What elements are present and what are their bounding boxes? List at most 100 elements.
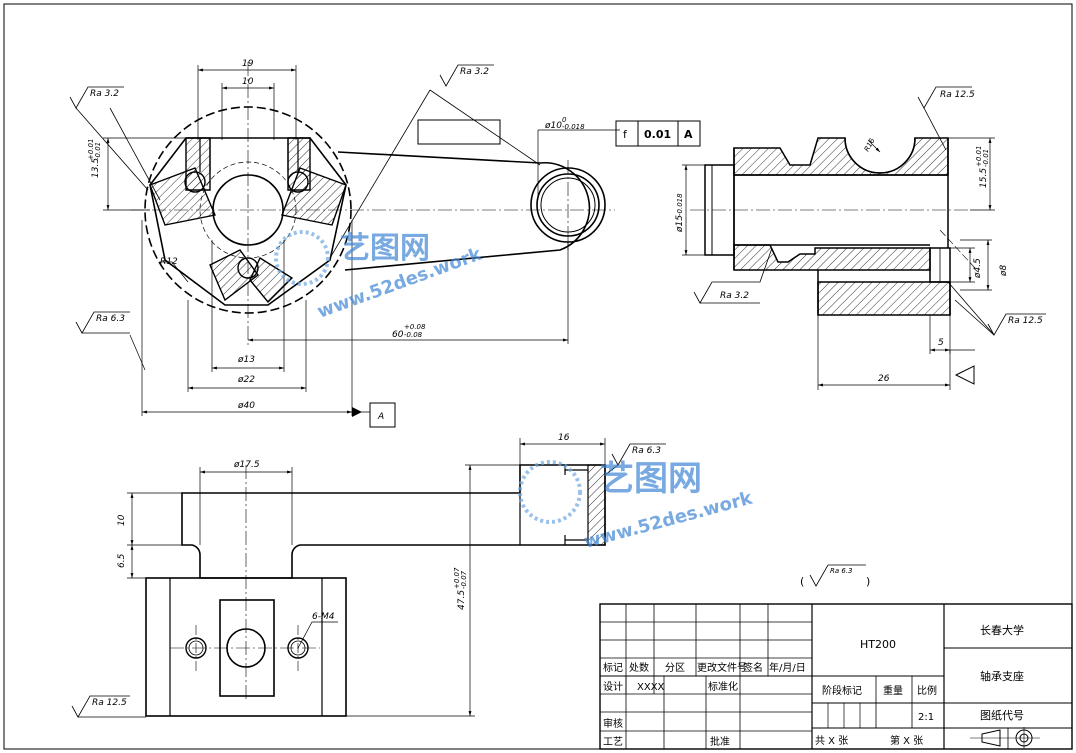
gdt-datum: A bbox=[684, 128, 693, 141]
dim-r16-group: R16 bbox=[863, 137, 877, 153]
dim-d8-group: ø8 bbox=[999, 264, 1009, 277]
dim-d15-group: ø15 -0.018 bbox=[675, 193, 685, 233]
tb-scale-value: 2:1 bbox=[918, 712, 934, 723]
svg-text:6.5: 6.5 bbox=[117, 553, 127, 568]
svg-text:艺图网: 艺图网 bbox=[340, 231, 430, 266]
svg-text:+0.07: +0.07 bbox=[453, 567, 461, 589]
dim-19: 19 bbox=[242, 59, 254, 69]
roughness-left-mid-label: Ra 6.3 bbox=[96, 314, 125, 324]
tb-header-mark: 标记 bbox=[603, 662, 623, 674]
dim-10-front: 10 bbox=[117, 514, 127, 526]
general-roughness bbox=[809, 564, 866, 587]
section-view bbox=[690, 137, 976, 316]
gdt-symbol: f bbox=[623, 128, 628, 141]
tb-header-count: 处数 bbox=[629, 661, 649, 674]
roughness-hole-top bbox=[329, 64, 541, 259]
roughness-bottom-left bbox=[71, 695, 146, 718]
tb-scale-label: 比例 bbox=[917, 684, 937, 697]
top-view-dimensions bbox=[103, 65, 620, 416]
general-roughness-label: Ra 6.3 bbox=[830, 567, 853, 575]
dim-d40: ø40 bbox=[237, 401, 255, 411]
tb-drawing-no-label: 图纸代号 bbox=[980, 709, 1024, 722]
tb-sheet-num: 第 X 张 bbox=[890, 734, 923, 747]
roughness-section-bottom-left bbox=[693, 247, 773, 304]
roughness-bottom-left-label: Ra 12.5 bbox=[92, 698, 127, 708]
general-roughness-close: ) bbox=[866, 575, 870, 588]
svg-text:+0.08: +0.08 bbox=[404, 323, 426, 331]
svg-text:60: 60 bbox=[392, 330, 404, 340]
gdt-frame: f 0.01 A bbox=[615, 120, 701, 147]
tb-design-value: XXXX bbox=[637, 682, 665, 693]
roughness-section-bottom-left-label: Ra 3.2 bbox=[720, 291, 749, 301]
dim-5: 5 bbox=[938, 338, 944, 348]
tb-header-sign: 签名 bbox=[743, 661, 763, 674]
svg-text:ø15: ø15 bbox=[675, 215, 685, 233]
dim-47-5-group: 47.5 +0.07 -0.07 bbox=[453, 567, 468, 610]
tb-material: HT200 bbox=[860, 638, 896, 651]
front-view bbox=[145, 464, 606, 717]
roughness-bottom-top-label: Ra 6.3 bbox=[632, 446, 661, 456]
svg-text:ø10: ø10 bbox=[544, 121, 562, 131]
tb-part-name: 轴承支座 bbox=[980, 669, 1024, 683]
roughness-section-bottom-right-label: Ra 12.5 bbox=[1008, 316, 1043, 326]
tb-school: 长春大学 bbox=[980, 623, 1024, 637]
roughness-left-mid bbox=[75, 311, 130, 334]
svg-text:艺图网: 艺图网 bbox=[600, 459, 702, 499]
roughness-section-bottom-right bbox=[947, 281, 1046, 336]
svg-text:13.5: 13.5 bbox=[91, 158, 101, 178]
dim-10: 10 bbox=[242, 77, 254, 87]
dim-13-5-group: 13.5 +0.01 -0.01 bbox=[87, 139, 102, 178]
section-roughness-triangle bbox=[954, 365, 975, 385]
datum-triangle bbox=[352, 407, 362, 417]
svg-text:-0.01: -0.01 bbox=[982, 149, 990, 167]
dim-d17-5: ø17.5 bbox=[233, 460, 260, 470]
svg-text:0: 0 bbox=[562, 116, 567, 124]
svg-text:R16: R16 bbox=[863, 137, 877, 153]
tb-design-label: 设计 bbox=[603, 680, 623, 693]
tb-sheets-total: 共 X 张 bbox=[815, 735, 848, 747]
dim-d10-group: ø10 0 -0.018 bbox=[544, 116, 585, 131]
dim-d13: ø13 bbox=[237, 355, 255, 365]
roughness-bottom-top bbox=[604, 443, 666, 476]
dim-r12: R12 bbox=[160, 257, 178, 267]
dim-16: 16 bbox=[558, 433, 570, 443]
roughness-hole-top-label: Ra 3.2 bbox=[460, 67, 489, 77]
section-dimensions bbox=[682, 137, 995, 390]
dim-26: 26 bbox=[878, 374, 890, 384]
svg-text:+0.01: +0.01 bbox=[87, 139, 95, 160]
svg-text:-0.018: -0.018 bbox=[676, 193, 684, 216]
svg-text:-0.01: -0.01 bbox=[94, 142, 102, 160]
tb-header-date: 年/月/日 bbox=[769, 661, 806, 674]
tb-stage-label: 阶段标记 bbox=[822, 684, 862, 697]
tb-header-zone: 分区 bbox=[665, 662, 685, 674]
blank-label-box bbox=[417, 119, 501, 145]
dim-d22: ø22 bbox=[237, 375, 255, 385]
gdt-tolerance: 0.01 bbox=[644, 128, 671, 141]
dim-60-group: 60 +0.08 -0.08 bbox=[392, 323, 426, 340]
dim-15-5-group: 15.5 +0.01 -0.01 bbox=[975, 146, 990, 188]
svg-text:ø4.5: ø4.5 bbox=[973, 258, 983, 279]
top-view bbox=[130, 62, 615, 345]
tb-process-label: 工艺 bbox=[603, 736, 623, 748]
watermark-bottom: 艺图网 www.52des.work bbox=[518, 459, 755, 553]
dim-6-m4: 6-M4 bbox=[312, 612, 335, 622]
roughness-section-top bbox=[917, 86, 972, 151]
svg-text:47.5: 47.5 bbox=[457, 590, 467, 610]
general-roughness-open: ( bbox=[800, 575, 804, 588]
dim-d4-5-group: ø4.5 bbox=[973, 258, 983, 279]
datum-box bbox=[369, 402, 396, 428]
tb-approve-label: 批准 bbox=[710, 735, 730, 748]
svg-text:+0.01: +0.01 bbox=[975, 146, 983, 167]
tb-review-label: 审核 bbox=[603, 717, 623, 730]
roughness-section-top-label: Ra 12.5 bbox=[940, 90, 975, 100]
title-block bbox=[599, 603, 1073, 750]
svg-text:10: 10 bbox=[117, 514, 127, 526]
datum-label: A bbox=[377, 412, 384, 422]
svg-text:15.5: 15.5 bbox=[979, 168, 989, 188]
tb-standard-label: 标准化 bbox=[708, 680, 738, 693]
svg-text:-0.07: -0.07 bbox=[460, 570, 468, 589]
tb-header-change: 更改文件号 bbox=[697, 661, 747, 674]
svg-text:ø8: ø8 bbox=[999, 264, 1009, 277]
roughness-top-left bbox=[69, 86, 161, 201]
